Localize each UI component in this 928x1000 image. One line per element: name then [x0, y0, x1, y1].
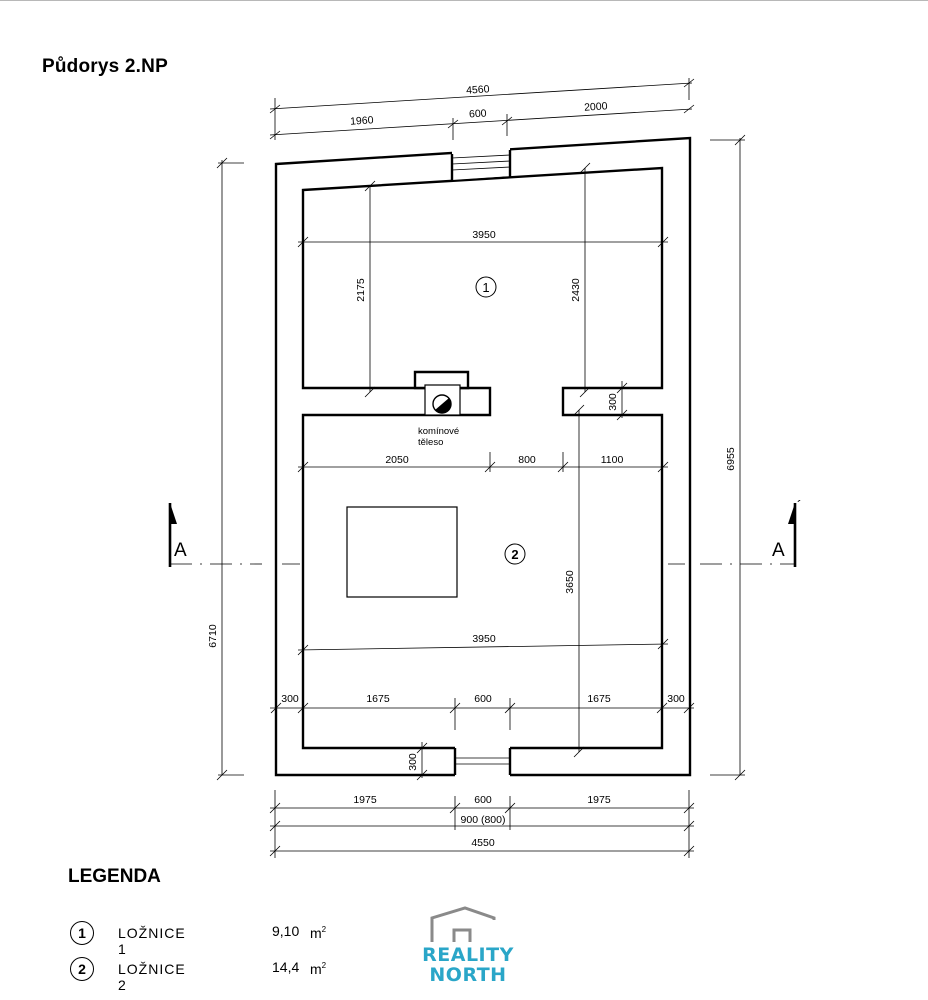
logo-line-1: REALITY [422, 944, 514, 966]
dim-outer-opening: 900 (800) [461, 814, 506, 826]
company-logo: REALITY NORTH [410, 906, 520, 992]
room-1-number: 1 [482, 280, 489, 295]
dim-room1-width: 3950 [472, 229, 496, 241]
page-title: Půdorys 2.NP [42, 56, 168, 77]
legend-unit-sup-2: 2 [321, 961, 327, 970]
dimension-labels: 4560 1960 600 2000 6710 6955 3950 2175 2… [207, 83, 737, 849]
dim-right-overall: 6955 [725, 447, 737, 471]
legend-room-name-1: LOŽNICE 1 [118, 925, 186, 957]
chimney-label-line2: těleso [418, 437, 443, 448]
dimension-lines [170, 78, 795, 858]
section-label-left: A [174, 540, 187, 561]
dim-room1-depth-left: 2175 [355, 278, 367, 302]
dim-outer-overall: 4550 [471, 837, 495, 849]
house-roof-icon [430, 906, 496, 942]
top-border-line [0, 0, 928, 1]
legend-room-area-1: 9,10 [272, 923, 300, 939]
dim-top-window: 600 [469, 107, 487, 120]
section-marker-left [168, 503, 177, 567]
dim-mid-left: 2050 [385, 454, 409, 466]
dim-wall-300-upper: 300 [607, 393, 619, 411]
logo-line-2: NORTH [429, 964, 507, 986]
room-marker-1 [475, 276, 497, 298]
dim-wall-300-lower: 300 [407, 753, 419, 771]
chimney-label-line1: komínové [418, 426, 459, 437]
dim-bottom-center: 600 [474, 693, 492, 705]
legend-title: LEGENDA [68, 866, 161, 887]
dim-outer-right: 1975 [587, 794, 611, 806]
dim-top-left: 1960 [350, 114, 374, 127]
dim-bottom-right: 1675 [587, 693, 611, 705]
section-label-right: A [772, 540, 785, 561]
dim-left-overall: 6710 [207, 624, 219, 648]
room-2-number: 2 [511, 547, 518, 562]
dim-top-right: 2000 [584, 100, 608, 113]
legend-room-unit-2: m2 [310, 961, 326, 977]
room-marker-2 [504, 543, 526, 565]
dim-room2-width: 3950 [472, 633, 496, 645]
legend-unit-text-2: m [310, 961, 322, 977]
legend-marker-1: 1 [70, 921, 94, 945]
dim-outer-left: 1975 [353, 794, 377, 806]
legend-marker-2: 2 [70, 957, 94, 981]
dim-top-overall: 4560 [466, 83, 490, 96]
legend-unit-text-1: m [310, 925, 322, 941]
section-marker-right [788, 503, 797, 567]
legend-room-area-2: 14,4 [272, 959, 300, 975]
dim-outer-center: 600 [474, 794, 492, 806]
dim-room1-depth-right: 2430 [570, 278, 582, 302]
section-label-right-prime: ´ [797, 497, 802, 513]
dim-bottom-wall-right: 300 [667, 693, 685, 705]
legend-room-unit-1: m2 [310, 925, 326, 941]
dim-mid-right: 1100 [601, 454, 624, 466]
stair-opening [346, 506, 458, 598]
legend-room-name-2: LOŽNICE 2 [118, 961, 186, 993]
dim-mid-center: 800 [518, 454, 536, 466]
legend-unit-sup-1: 2 [321, 925, 327, 934]
dim-room2-depth: 3650 [564, 570, 576, 594]
dim-bottom-left: 1675 [366, 693, 390, 705]
dim-bottom-wall-left: 300 [281, 693, 299, 705]
chimney-flue-icon [432, 394, 452, 414]
